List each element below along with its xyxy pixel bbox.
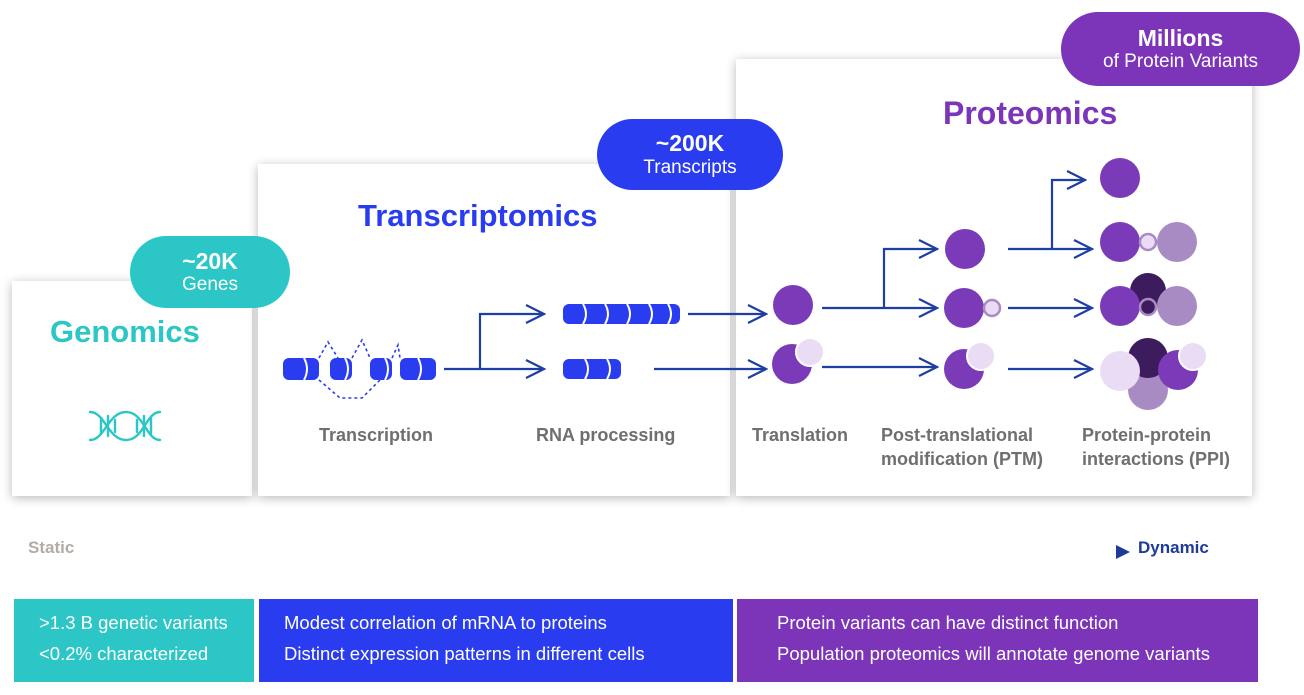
protein-variants-count: Millions — [1137, 24, 1224, 51]
translation-arrows — [654, 314, 766, 369]
protein-variants-count-badge: Millions of Protein Variants — [1061, 12, 1300, 86]
genomics-title: Genomics — [50, 314, 200, 349]
transcripts-unit: Transcripts — [643, 156, 737, 178]
mrna-short-icon — [563, 358, 621, 380]
ptm-variant-protein-icon — [944, 341, 996, 389]
protein-icon — [773, 285, 813, 325]
transcriptomics-footer: Modest correlation of mRNA to proteins D… — [259, 599, 733, 682]
transcriptomics-title: Transcriptomics — [358, 198, 598, 233]
genes-count-badge: ~20K Genes — [130, 236, 290, 308]
ppi-single-protein-icon — [1100, 158, 1140, 198]
step-transcription-label: Transcription — [319, 425, 434, 445]
ppi-variant-complex-icon — [1100, 338, 1208, 410]
genomics-footer-line1: >1.3 B genetic variants — [39, 612, 228, 633]
ppi-modified-complex-icon — [1100, 222, 1197, 262]
proteomics-footer-line2: Population proteomics will annotate geno… — [777, 643, 1210, 664]
genomics-footer-line2: <0.2% characterized — [39, 643, 209, 664]
ptm-modified-protein-icon — [944, 288, 1002, 328]
step-rna-processing-label: RNA processing — [536, 425, 676, 445]
dna-segments-icon — [283, 338, 436, 399]
proteomics-panel — [736, 59, 1252, 496]
step-ptm-label: Post-translational modification (PTM) — [881, 423, 1043, 471]
step-ptm-label-line1: Post-translational — [881, 425, 1034, 445]
ppi-arrows — [1008, 180, 1092, 369]
step-translation-label: Translation — [752, 425, 849, 445]
step-ppi-label-line2: interactions (PPI) — [1082, 449, 1231, 469]
protein-variants-unit: of Protein Variants — [1103, 51, 1258, 73]
proteomics-footer-line1: Protein variants can have distinct funct… — [777, 612, 1119, 633]
transcripts-count: ~200K — [655, 130, 725, 157]
genes-unit: Genes — [182, 274, 238, 296]
mrna-long-icon — [563, 303, 680, 325]
genomics-footer: >1.3 B genetic variants <0.2% characteri… — [14, 599, 254, 682]
ptm-arrows — [822, 249, 937, 367]
dna-icon — [88, 410, 162, 442]
step-ppi-label-line1: Protein-protein — [1082, 425, 1211, 445]
ptm-protein-icon — [945, 229, 985, 269]
genes-count: ~20K — [182, 247, 238, 274]
axis-static-label: Static — [28, 538, 75, 557]
transcriptomics-footer-line1: Modest correlation of mRNA to proteins — [284, 612, 607, 633]
transcription-arrows — [444, 314, 544, 369]
transcripts-count-badge: ~200K Transcripts — [597, 119, 783, 190]
transcriptomics-footer-line2: Distinct expression patterns in differen… — [284, 643, 645, 664]
ppi-trimer-complex-icon — [1100, 273, 1197, 326]
step-ptm-label-line2: modification (PTM) — [881, 449, 1043, 469]
protein-variant-icon — [772, 337, 825, 384]
transcriptomics-panel — [258, 164, 730, 496]
axis-dynamic-label: Dynamic — [1138, 538, 1209, 557]
proteomics-footer: Protein variants can have distinct funct… — [737, 599, 1258, 682]
step-ppi-label: Protein-protein interactions (PPI) — [1082, 423, 1230, 471]
genomics-panel — [12, 281, 252, 496]
proteomics-title: Proteomics — [943, 95, 1118, 131]
